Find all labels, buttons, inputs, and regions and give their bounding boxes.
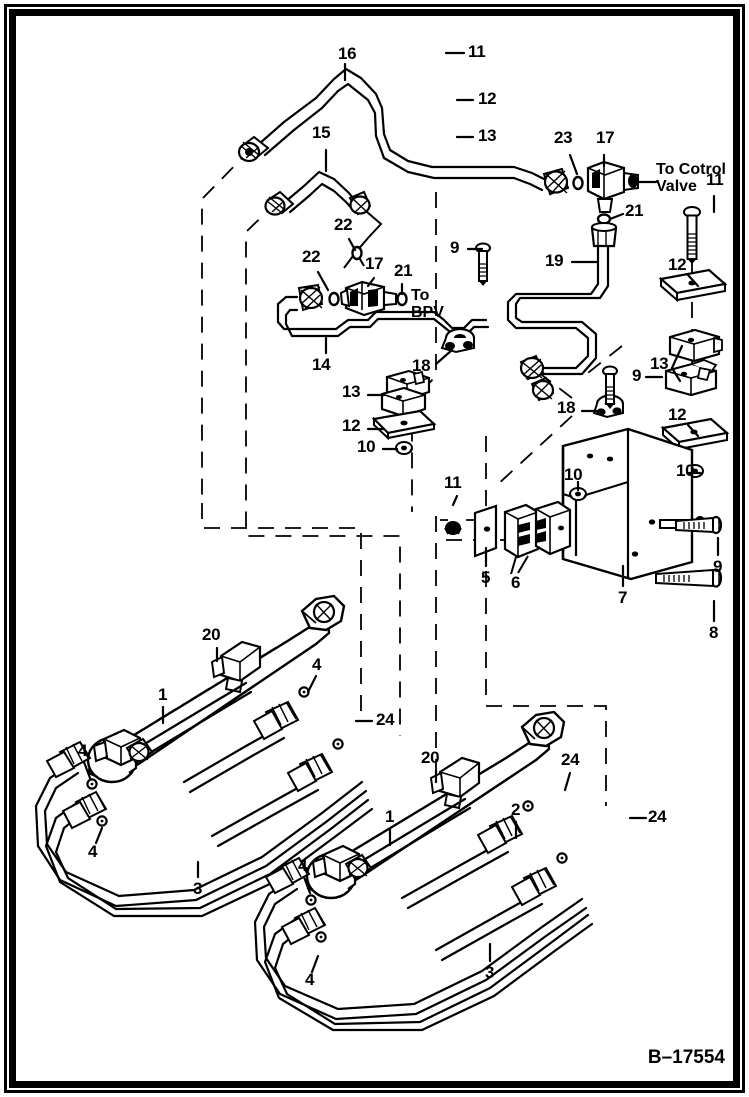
callout-14: 14 xyxy=(312,355,331,374)
callout-12d: 12 xyxy=(668,405,687,424)
callout-24a: 24 xyxy=(376,710,395,729)
callout-9c: 9 xyxy=(713,557,723,576)
callout-22b: 22 xyxy=(302,247,321,266)
callout-1a: 1 xyxy=(158,685,168,704)
callout-11a: 11 xyxy=(468,42,486,61)
callout-17a: 17 xyxy=(596,128,615,147)
callout-5: 5 xyxy=(481,568,491,587)
callout-4b: 4 xyxy=(78,741,88,760)
callout-11b: 11 xyxy=(706,170,724,189)
callout-22a: 22 xyxy=(334,215,353,234)
callout-23: 23 xyxy=(554,128,573,147)
callout-9b: 9 xyxy=(632,366,642,385)
diagram-artwork xyxy=(34,51,730,1032)
callout-13a: 13 xyxy=(478,126,497,145)
callout-18a: 18 xyxy=(412,356,431,375)
callout-10c: 10 xyxy=(564,465,583,484)
callout-24b: 24 xyxy=(561,750,580,769)
callout-15: 15 xyxy=(312,123,331,142)
callout-10a: 10 xyxy=(357,437,376,456)
to-bpv-label: To BPV xyxy=(411,287,444,321)
callout-17b: 17 xyxy=(365,254,384,273)
callout-12b: 12 xyxy=(668,255,687,274)
callout-4a: 4 xyxy=(312,655,322,674)
callout-16: 16 xyxy=(338,44,357,63)
callout-4d: 4 xyxy=(298,856,308,875)
callout-20a: 20 xyxy=(202,625,221,644)
callout-21b: 21 xyxy=(394,261,413,280)
callout-12c: 12 xyxy=(342,416,361,435)
drawing-number: B–17554 xyxy=(647,1047,725,1068)
callout-1b: 1 xyxy=(385,807,395,826)
callout-9a: 9 xyxy=(450,238,460,257)
callout-7: 7 xyxy=(618,588,628,607)
callout-19: 19 xyxy=(545,251,564,270)
callout-13c: 13 xyxy=(342,382,361,401)
callout-3b: 3 xyxy=(485,963,495,982)
callout-4e: 4 xyxy=(305,970,315,989)
callout-20b: 20 xyxy=(421,748,440,767)
callout-4c: 4 xyxy=(88,842,98,861)
callout-8: 8 xyxy=(709,623,719,642)
callout-3a: 3 xyxy=(193,879,203,898)
sheet-border-inner xyxy=(9,9,740,1088)
callout-21a: 21 xyxy=(625,201,644,220)
to-control-valve-label: To Cotrol Valve xyxy=(656,161,726,195)
callout-11c: 11 xyxy=(444,473,462,492)
callout-18b: 18 xyxy=(557,398,576,417)
callout-13b: 13 xyxy=(650,354,669,373)
callout-24c: 24 xyxy=(648,807,667,826)
callout-10b: 10 xyxy=(676,461,695,480)
sheet-border-outer xyxy=(4,4,745,1093)
diagram-canvas: 16 11 12 13 23 17 15 11 21 22 9 19 12 22… xyxy=(16,16,733,1081)
callout-6: 6 xyxy=(511,573,521,592)
callout-12a: 12 xyxy=(478,89,497,108)
callout-2: 2 xyxy=(511,800,521,819)
